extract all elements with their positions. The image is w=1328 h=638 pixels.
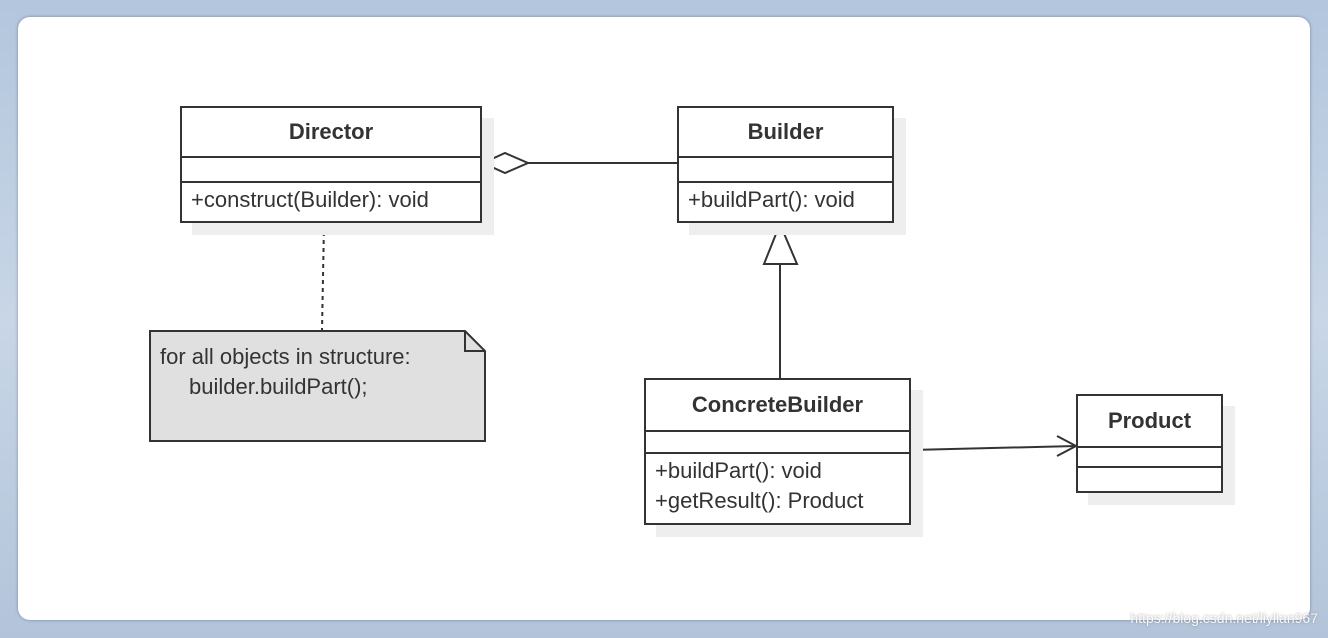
association-line [910, 445, 1077, 451]
note-line-2: builder.buildPart(); [189, 374, 368, 399]
class-name: Product [1078, 396, 1221, 448]
attributes-compartment [182, 158, 480, 183]
operations-compartment: +buildPart(): void +getResult(): Product [646, 454, 909, 516]
note-text: for all objects in structure: builder.bu… [160, 342, 411, 402]
note-fold [464, 331, 485, 352]
operations-compartment: +construct(Builder): void [182, 183, 480, 215]
generalization-arrowhead [762, 221, 799, 265]
watermark: https://blog.csdn.net/liylian967 [1130, 610, 1318, 626]
note-line-1: for all objects in structure: [160, 344, 411, 369]
aggregation-diamond [480, 151, 531, 175]
class-name: Director [182, 108, 480, 158]
class-product[interactable]: Product [1076, 394, 1223, 493]
operation: +buildPart(): void [688, 187, 855, 212]
operations-compartment: +buildPart(): void [679, 183, 892, 215]
class-name: Builder [679, 108, 892, 158]
attributes-compartment [646, 432, 909, 454]
operation: +construct(Builder): void [191, 187, 429, 212]
class-director[interactable]: Director +construct(Builder): void [180, 106, 482, 223]
class-concrete-builder[interactable]: ConcreteBuilder +buildPart(): void +getR… [644, 378, 911, 525]
attributes-compartment [1078, 448, 1221, 468]
operation: +buildPart(): void [655, 458, 822, 483]
note-box [149, 330, 486, 442]
note-anchor-line [321, 223, 325, 331]
class-name: ConcreteBuilder [646, 380, 909, 432]
class-builder[interactable]: Builder +buildPart(): void [677, 106, 894, 223]
attributes-compartment [679, 158, 892, 183]
operations-compartment [1078, 468, 1221, 488]
operation: +getResult(): Product [655, 488, 864, 513]
